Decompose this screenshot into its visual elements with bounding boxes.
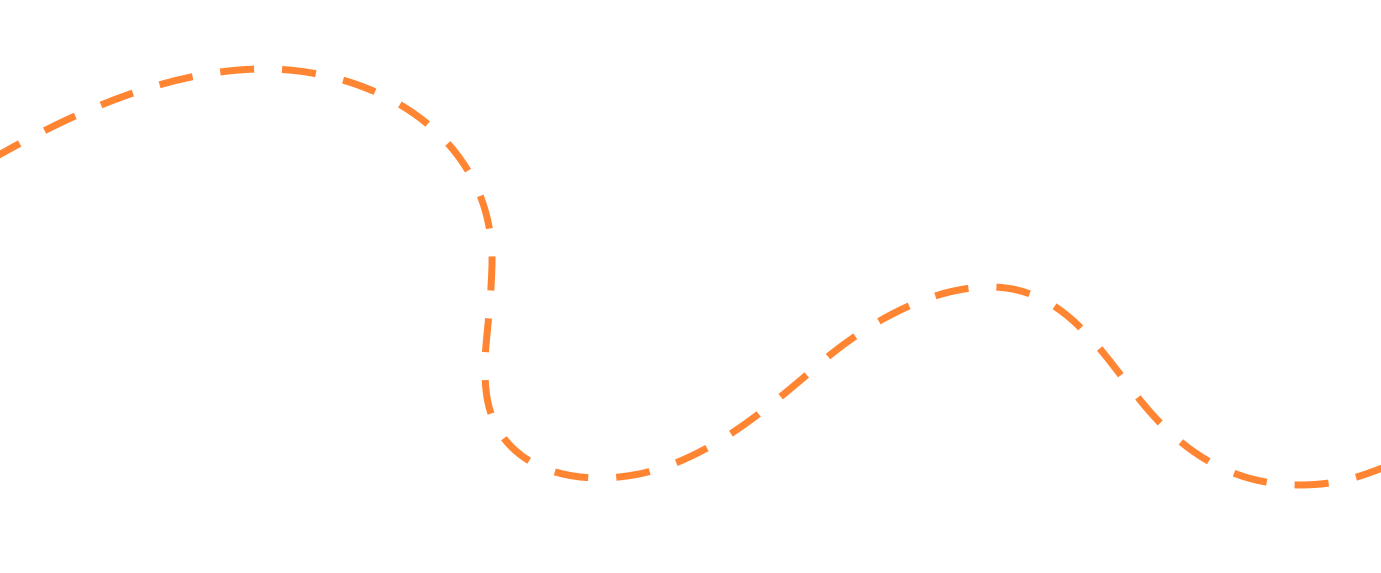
- dashed-wave-icon: [0, 65, 1381, 489]
